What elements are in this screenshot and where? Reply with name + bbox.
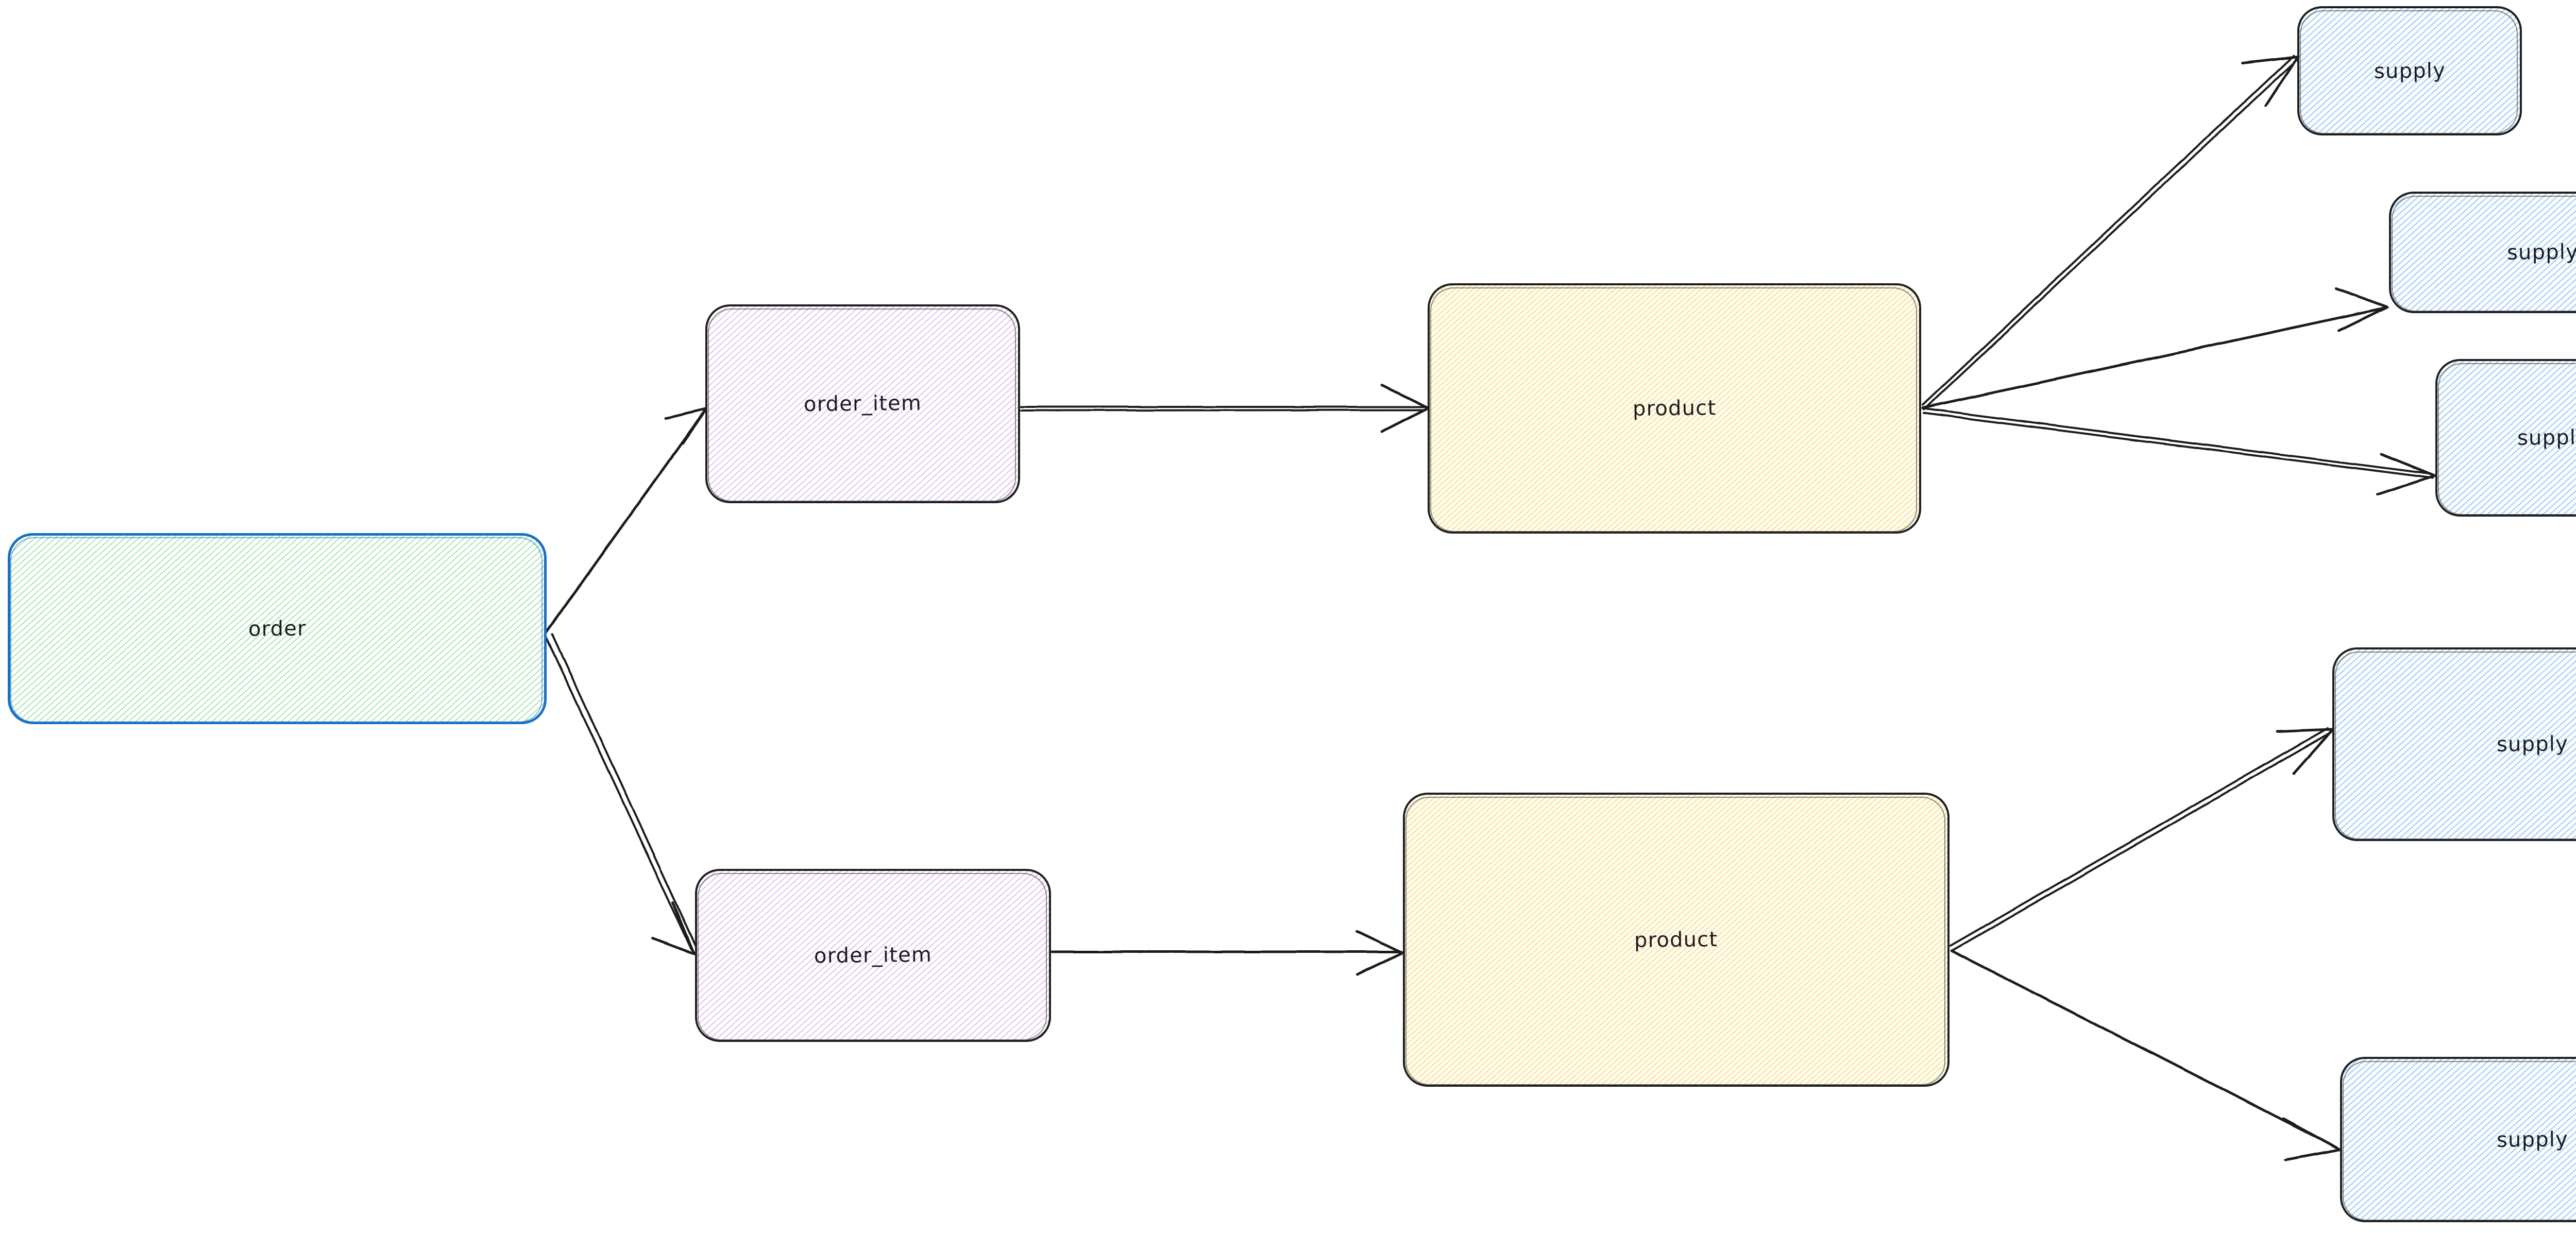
node-label: product <box>1632 396 1717 421</box>
node-fill <box>2334 649 2576 839</box>
node-fill <box>10 535 545 722</box>
node-fill <box>2342 1059 2576 1220</box>
node-label: supply <box>2517 425 2576 450</box>
edge-order-item-1-to-product-1 <box>1020 384 1430 433</box>
node-product-1[interactable]: product <box>1428 283 1921 534</box>
node-fill <box>2437 361 2576 515</box>
node-fill <box>2391 194 2576 311</box>
node-label: order <box>248 616 307 641</box>
node-fill <box>2299 8 2520 133</box>
edge-order-item-2-to-product-2 <box>1050 930 1404 976</box>
node-order[interactable]: order <box>8 533 547 724</box>
node-supply-1[interactable]: supply <box>2297 6 2522 135</box>
node-fill <box>707 306 1018 501</box>
node-fill <box>1405 795 1947 1085</box>
edge-product-1-to-supply-2 <box>1921 287 2389 409</box>
node-supply-2[interactable]: supply <box>2389 192 2576 313</box>
edge-order-to-order-item-1 <box>545 407 708 634</box>
node-order-item-2[interactable]: order_item <box>695 869 1051 1042</box>
edge-product-1-to-supply-3 <box>1922 407 2436 496</box>
node-label: order_item <box>814 943 933 968</box>
node-label: supply <box>2496 1127 2568 1152</box>
edge-product-1-to-supply-1 <box>1922 55 2299 410</box>
node-label: product <box>1634 927 1718 952</box>
edge-order-to-order-item-2 <box>545 633 698 955</box>
node-product-2[interactable]: product <box>1403 793 1950 1087</box>
node-supply-3[interactable]: supply <box>2435 359 2576 517</box>
edge-product-2-to-supply-4 <box>1950 727 2334 951</box>
node-order-item-1[interactable]: order_item <box>705 304 1020 503</box>
edge-product-2-to-supply-5 <box>1950 949 2342 1161</box>
node-label: supply <box>2506 240 2576 265</box>
node-fill <box>697 871 1049 1040</box>
node-label: order_item <box>803 391 922 417</box>
node-supply-5[interactable]: supply <box>2340 1057 2576 1222</box>
node-label: supply <box>2374 58 2446 83</box>
node-fill <box>1430 285 1919 532</box>
node-label: supply <box>2496 732 2568 757</box>
node-supply-4[interactable]: supply <box>2332 647 2576 841</box>
